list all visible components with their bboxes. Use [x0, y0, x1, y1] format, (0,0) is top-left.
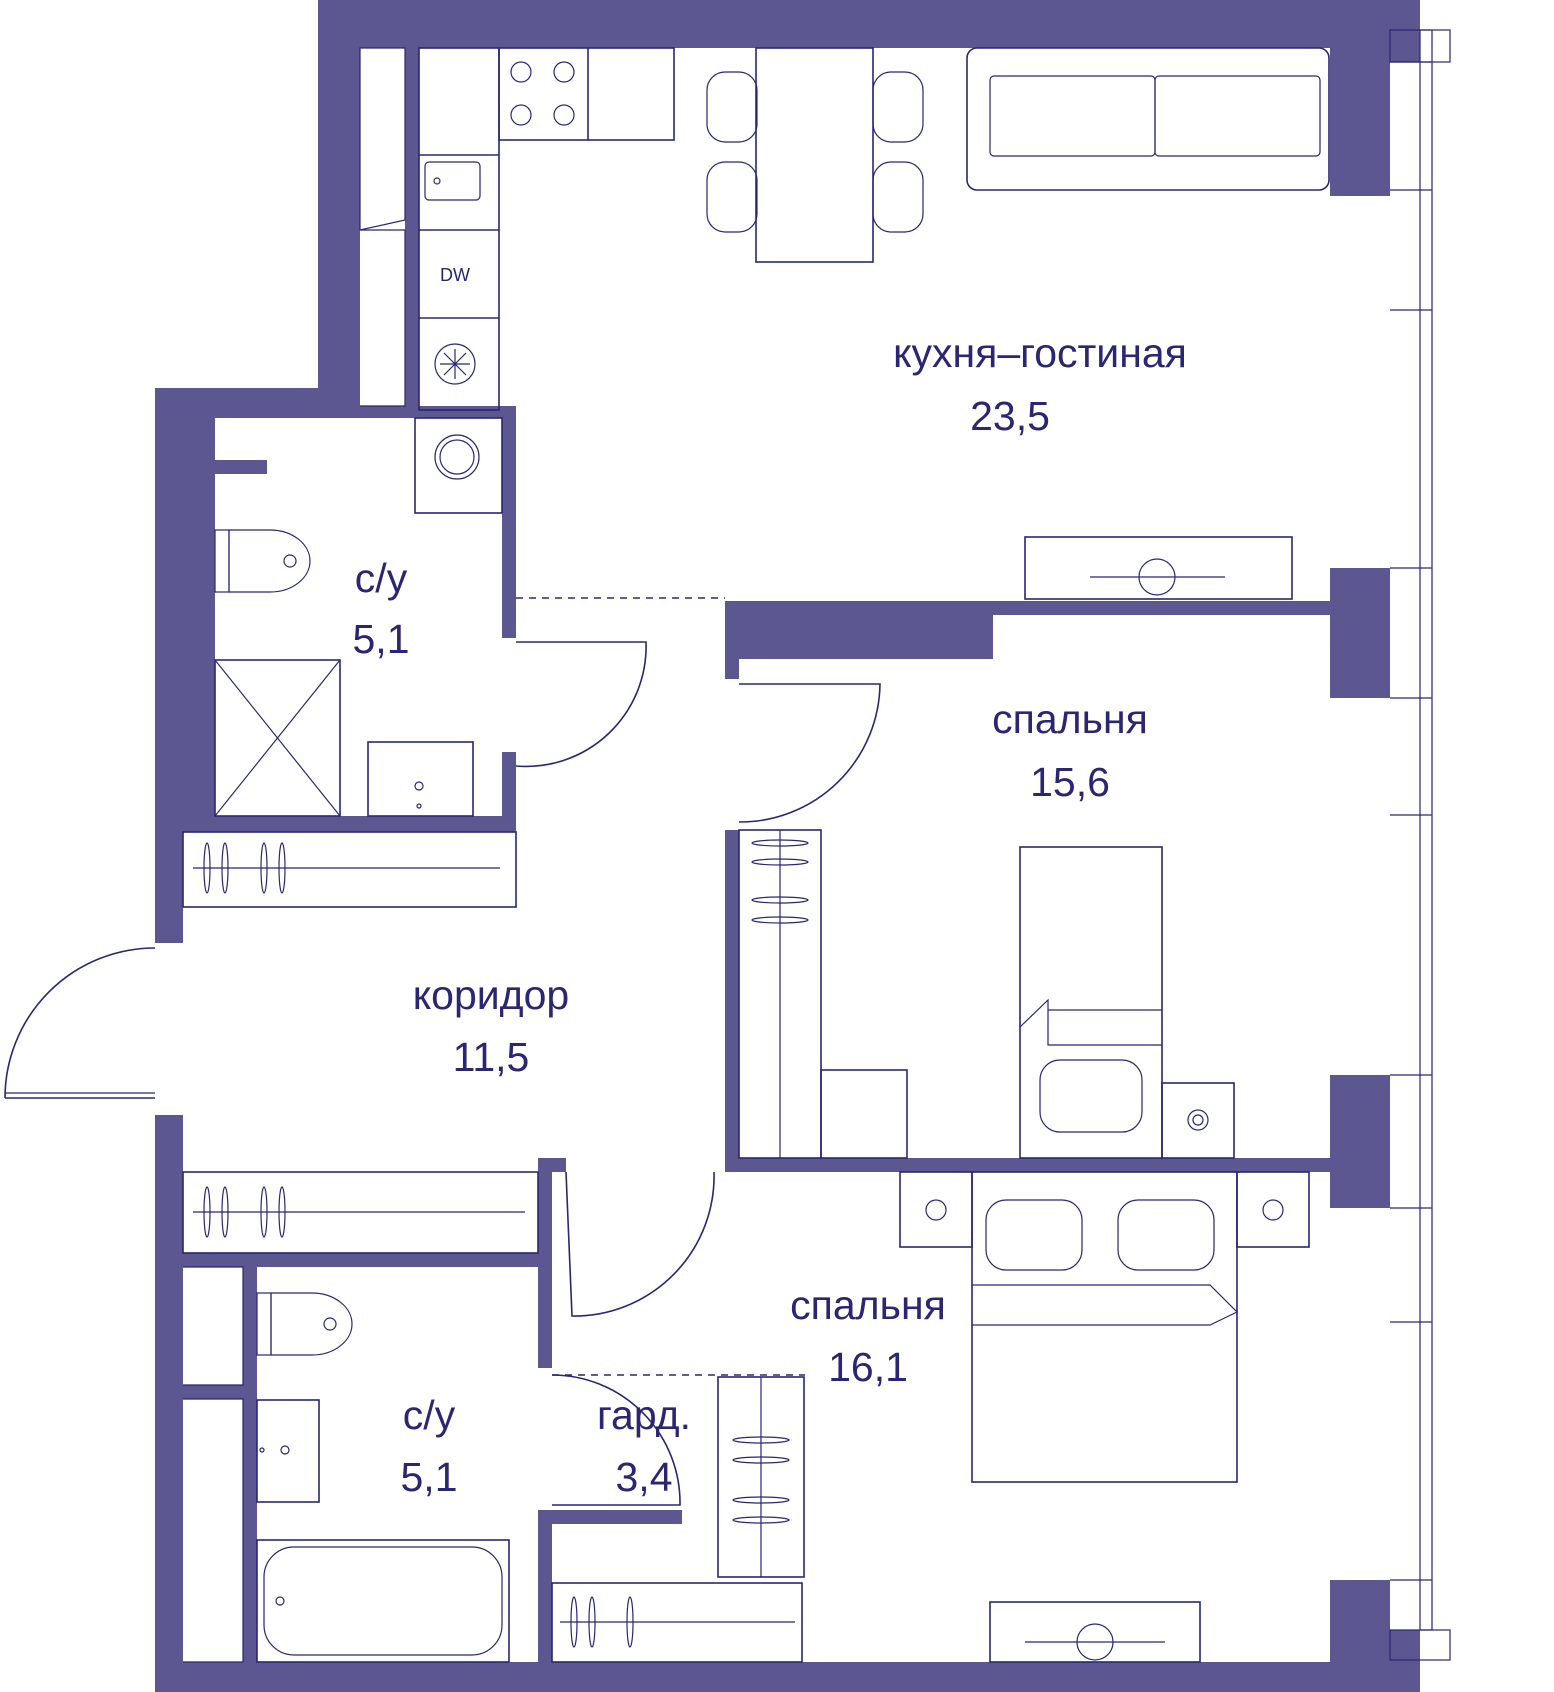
toilet-icon: [214, 529, 311, 593]
shower-icon: [214, 659, 341, 817]
room-area-wardrobe: 3,4: [616, 1454, 673, 1500]
bathroom-1-door: [515, 641, 647, 768]
room-area-bathroom-2: 5,1: [401, 1454, 458, 1500]
room-labels: кухня–гостиная 23,5 с/у 5,1 спальня 15,6…: [353, 330, 1187, 1500]
sink-icon: [256, 1399, 320, 1503]
kitchen-furniture: DW: [359, 47, 1330, 600]
room-area-kitchen-living: 23,5: [970, 393, 1050, 439]
sofa-icon: [966, 47, 1330, 191]
stove-icon: [510, 61, 575, 126]
room-name-bedroom-2: спальня: [790, 1282, 946, 1328]
bed-icon: [1019, 846, 1163, 1159]
room-name-bathroom-1: с/у: [355, 555, 408, 601]
radiator-icon: [989, 1601, 1201, 1663]
fridge-snowflake-icon: [434, 343, 476, 385]
dining-table-icon: [706, 47, 924, 263]
bathroom-2-furniture: [182, 1171, 805, 1663]
bedroom-1-furniture: [738, 829, 1235, 1159]
room-name-bedroom-1: спальня: [992, 696, 1148, 742]
room-area-bedroom-2: 16,1: [828, 1344, 908, 1390]
doors: [4, 597, 881, 1506]
room-name-wardrobe: гард.: [597, 1392, 691, 1438]
room-name-kitchen-living: кухня–гостиная: [893, 330, 1187, 376]
room-name-bathroom-2: с/у: [403, 1392, 456, 1438]
bedroom-2-furniture: [899, 1171, 1310, 1663]
room-name-corridor: коридор: [413, 972, 569, 1018]
bedroom-2-door: [565, 1171, 715, 1317]
radiator-icon: [1024, 536, 1293, 600]
dishwasher-label: DW: [440, 265, 470, 285]
room-area-corridor: 11,5: [453, 1034, 530, 1080]
sink-icon: [367, 741, 474, 817]
windows: [1389, 29, 1451, 1661]
washing-machine-icon: [414, 417, 503, 514]
bathtub-icon: [256, 1539, 510, 1663]
lamp-icon: [1236, 1171, 1310, 1248]
bedroom-1-door: [738, 683, 881, 823]
walls: [155, 0, 1420, 1692]
room-area-bathroom-1: 5,1: [353, 616, 410, 662]
toilet-icon: [256, 1292, 353, 1356]
lamp-icon: [1161, 1082, 1235, 1159]
wardrobe-door: [551, 1374, 681, 1506]
room-area-bedroom-1: 15,6: [1030, 759, 1110, 805]
sink-icon: [419, 154, 499, 201]
bed-icon: [971, 1171, 1239, 1483]
entrance-door: [4, 947, 156, 1099]
lamp-icon: [899, 1171, 973, 1248]
bathroom-1-furniture: [182, 417, 517, 908]
